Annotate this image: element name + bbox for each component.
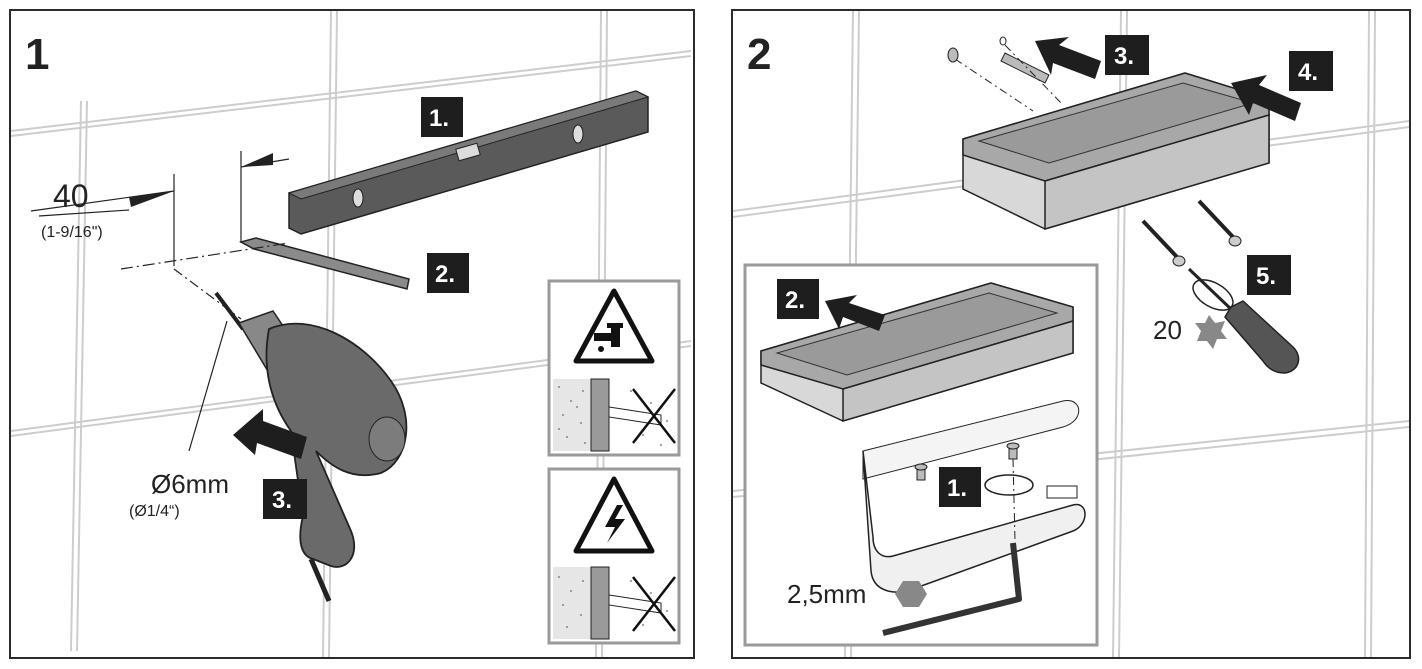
torx-icon: [1195, 315, 1227, 349]
warning-electric-cables: [547, 467, 681, 645]
lift-arrow-2: [825, 295, 885, 331]
torx-size: 20: [1153, 315, 1182, 345]
dimension-imperial: (1-9/16"): [41, 224, 103, 241]
dimension-value: 40: [53, 178, 89, 214]
step-2-badge: 2.: [777, 279, 819, 319]
step-2-badge: 2.: [427, 253, 469, 293]
step-5-badge: 5.: [1247, 255, 1291, 295]
svg-text:1.: 1.: [947, 475, 967, 502]
drill-leader-line: [188, 320, 228, 452]
svg-text:5.: 5.: [1256, 263, 1276, 290]
hex-icon: [895, 581, 927, 607]
wall-plugs: [947, 36, 1064, 112]
rotate-arrow-icon: [984, 474, 1034, 496]
panel-2-illustration: 2 20 3. 4. 5.: [733, 11, 1409, 657]
hex-key: [882, 542, 1022, 636]
drill-diameter: Ø6mm: [151, 469, 229, 499]
paper-holder: [862, 400, 1086, 593]
panel-number: 2: [747, 30, 771, 79]
step-3-badge: 3.: [263, 479, 307, 519]
step-1-badge: 1.: [421, 97, 463, 137]
panel-number: 1: [25, 30, 49, 79]
step-4-badge: 4.: [1289, 51, 1333, 91]
svg-text:2.: 2.: [785, 287, 805, 314]
electric-shock-warning-icon: [573, 476, 655, 554]
warning-water-pipes: [547, 279, 681, 457]
dimension-arrow-right: [241, 153, 273, 167]
drill-diameter-imperial: (Ø1/4“): [129, 503, 180, 520]
pencil: [238, 237, 410, 290]
drill: [214, 291, 408, 602]
svg-text:2.: 2.: [435, 261, 455, 288]
screws: [1141, 199, 1242, 267]
step-3-badge: 3.: [1105, 35, 1149, 75]
panel-step-2: 2 20 3. 4. 5.: [731, 9, 1411, 659]
set-screws: [914, 442, 1020, 481]
panel-1-illustration: 1 40 (1-9/16") Ø6mm (Ø1/4“) 1.: [11, 11, 692, 657]
push-arrow-3: [1035, 37, 1101, 79]
push-arrow-3: [233, 409, 307, 459]
shelf-mounted: [962, 72, 1270, 231]
svg-text:1.: 1.: [429, 105, 449, 132]
screwdriver: [1187, 267, 1300, 374]
dimension-arrow-left: [129, 191, 174, 207]
shelf-lifted: [760, 282, 1074, 423]
svg-text:4.: 4.: [1298, 59, 1318, 86]
hex-key-size: 2,5mm: [787, 579, 866, 609]
water-pipe-warning-icon: [573, 288, 655, 364]
svg-text:3.: 3.: [272, 487, 292, 514]
svg-text:3.: 3.: [1114, 43, 1134, 70]
inset-detail: 2,5mm 2. 1.: [743, 263, 1099, 647]
panel-step-1: 1 40 (1-9/16") Ø6mm (Ø1/4“) 1.: [9, 9, 695, 659]
dimension-underline: [38, 209, 130, 217]
spirit-level: [287, 90, 650, 235]
push-arrow-4: [1231, 75, 1301, 121]
step-1-badge: 1.: [939, 467, 981, 507]
